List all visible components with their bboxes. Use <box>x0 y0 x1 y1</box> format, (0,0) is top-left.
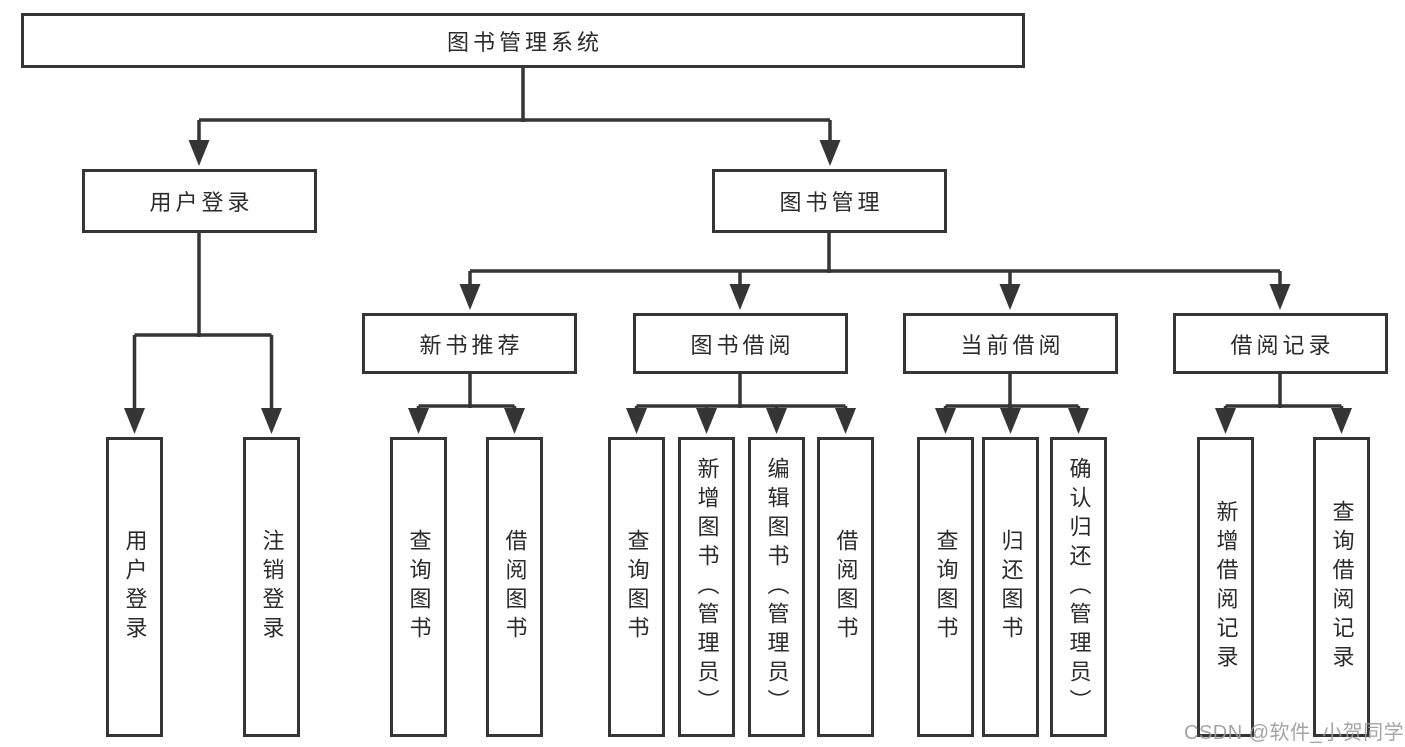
node-label: 用户登录 <box>122 529 148 645</box>
node-borrow-record: 借阅记录 <box>1173 313 1388 374</box>
node-current-borrow: 当前借阅 <box>903 313 1118 374</box>
node-label: 查询借阅记录 <box>1329 500 1355 674</box>
node-label: 归还图书 <box>998 529 1024 645</box>
node-label: 查询图书 <box>624 529 650 645</box>
node-label: 查询图书 <box>933 529 959 645</box>
leaf-recommend-query-books: 查询图书 <box>390 437 447 737</box>
leaf-confirm-return-admin: 确认归还（管理员） <box>1050 437 1107 737</box>
leaf-record-add: 新增借阅记录 <box>1197 437 1254 737</box>
node-book-management: 图书管理 <box>712 169 947 233</box>
leaf-add-books-admin: 新增图书（管理员） <box>678 437 735 737</box>
leaf-borrow-borrow-books: 借阅图书 <box>817 437 874 737</box>
node-label: 编辑图书（管理员） <box>764 456 790 718</box>
leaf-borrow-query-books: 查询图书 <box>608 437 665 737</box>
leaf-user-login: 用户登录 <box>106 437 163 737</box>
csdn-watermark: CSDN @软件_小贺同学 <box>1184 722 1405 744</box>
node-label: 借阅图书 <box>502 529 528 645</box>
leaf-edit-books-admin: 编辑图书（管理员） <box>748 437 805 737</box>
leaf-recommend-borrow-books: 借阅图书 <box>486 437 543 737</box>
leaf-current-query-books: 查询图书 <box>917 437 974 737</box>
node-label: 查询图书 <box>406 529 432 645</box>
leaf-record-query: 查询借阅记录 <box>1313 437 1370 737</box>
node-label: 新增图书（管理员） <box>694 456 720 718</box>
node-label: 确认归还（管理员） <box>1066 456 1092 718</box>
node-book-borrow: 图书借阅 <box>633 313 848 374</box>
node-library-management-system: 图书管理系统 <box>21 13 1025 68</box>
node-user-login: 用户登录 <box>82 169 317 233</box>
node-label: 注销登录 <box>259 529 285 645</box>
leaf-return-books: 归还图书 <box>982 437 1039 737</box>
node-label: 借阅图书 <box>833 529 859 645</box>
leaf-logout: 注销登录 <box>243 437 300 737</box>
node-new-book-recommend: 新书推荐 <box>362 313 577 374</box>
node-label: 新增借阅记录 <box>1213 500 1239 674</box>
